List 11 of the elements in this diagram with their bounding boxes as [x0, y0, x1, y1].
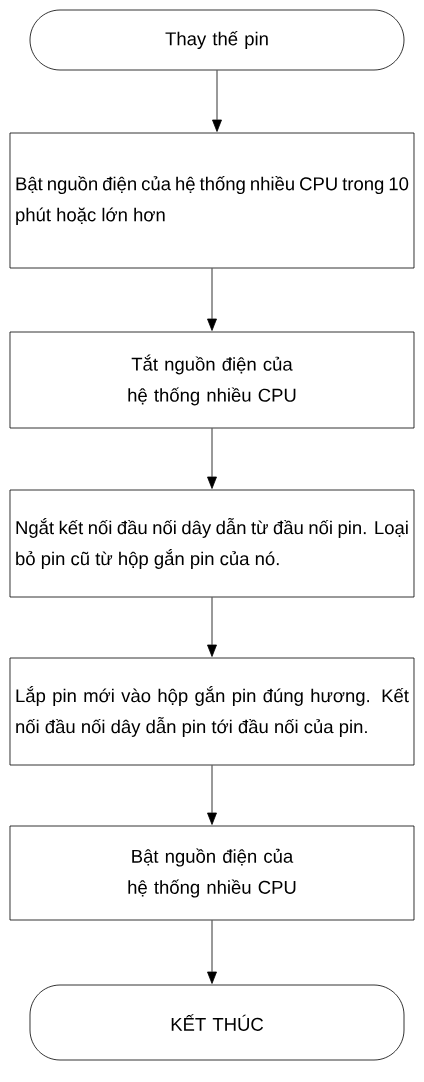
arrow — [207, 765, 217, 825]
process-box: Bật nguồn điện của hệ thống nhiều CPU trong 10 phút hoặc lớn hơn — [9, 132, 415, 269]
arrow — [207, 920, 217, 984]
process-box: Ngắt kết nối đầu nối dây dẫn từ đầu nối pin. Loại bỏ pin cũ từ hộp gắn pin của nó. — [9, 489, 415, 598]
arrow — [212, 70, 222, 132]
process-box: Tắt nguồn điện của hệ thống nhiều CPU — [9, 331, 415, 429]
process-box: Lắp pin mới vào hộp gắn pin đúng hương. Kết nối đầu nối dây dẫn pin tới đầu nối của pin. — [9, 657, 415, 766]
arrow — [207, 597, 217, 657]
process-box: Bật nguồn điện của hệ thống nhiều CPU — [9, 825, 415, 921]
arrow — [207, 268, 217, 331]
arrow — [207, 428, 217, 489]
